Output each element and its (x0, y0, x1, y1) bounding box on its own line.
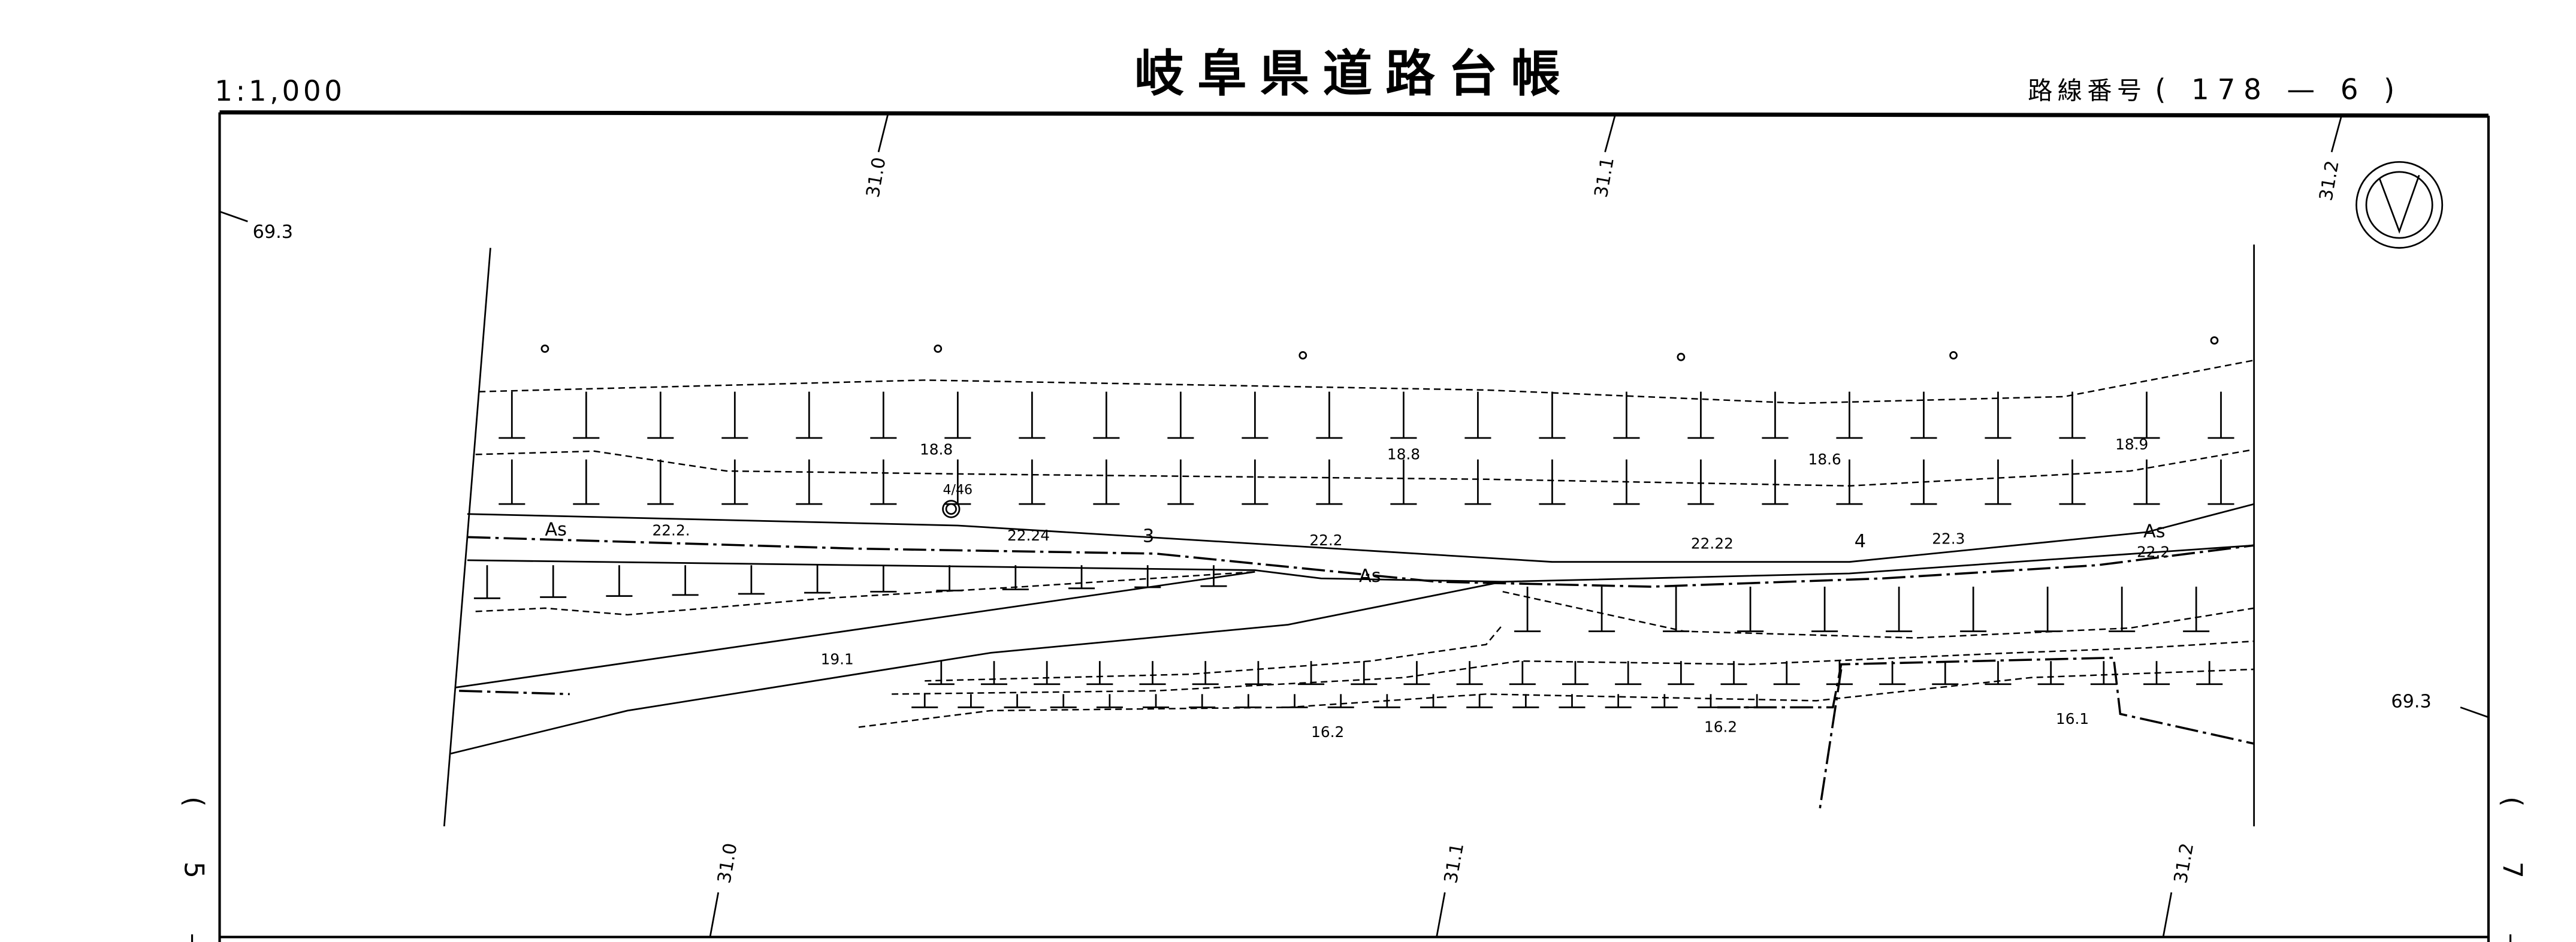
route-label: 路線番号 (2028, 76, 2146, 105)
elevation-label: 16.2 (1704, 718, 1737, 736)
grid-label-bottom-3: 31.2 (2170, 841, 2198, 885)
benchmark-marker (942, 500, 961, 518)
page-title: 岐阜県道路台帳 (1134, 45, 1574, 103)
surface-label: As (1359, 566, 1381, 587)
surface-label: As (545, 520, 567, 541)
elevation-label: 22.22 (1691, 535, 1734, 552)
elevation-label: 18.8 (920, 440, 953, 458)
elevation-label: 19.1 (821, 651, 854, 668)
left-sheet-ref: ( 5 – (179, 796, 209, 942)
elevation-label: 22.2 (1309, 532, 1342, 549)
grid-label-top-2: 31.1 (1591, 156, 1618, 200)
elevation-label: 18.6 (1808, 451, 1841, 468)
station-label: 4 (1855, 531, 1866, 552)
grid-label-bottom-1: 31.0 (714, 841, 741, 885)
road-map: 4/46 (443, 244, 2255, 827)
grid-label-bottom-2: 31.1 (1440, 841, 1468, 885)
benchmark-label: 4/46 (943, 483, 973, 498)
elevation-label: 22.3 (1932, 530, 1965, 547)
grid-ticks (219, 112, 2489, 937)
elevation-label: 22.2. (653, 522, 690, 539)
slope-hatching (473, 391, 2234, 708)
grid-label-top-3: 31.2 (2316, 159, 2344, 203)
elevation-label: 22.24 (1007, 527, 1050, 544)
elevation-label: 16.2 (1311, 723, 1344, 741)
surface-label: As (2143, 521, 2166, 542)
north-arrow-icon (2355, 161, 2444, 249)
grid-label-top-1: 31.0 (862, 156, 890, 200)
elevation-label: 22.2 (2137, 543, 2170, 560)
scale-label: 1:1,000 (215, 76, 345, 108)
route-number: ( 178 — 6 ) (2155, 74, 2403, 106)
elevation-label: 18.9 (2115, 436, 2148, 453)
right-sheet-ref: ( 7 – (2497, 796, 2527, 942)
station-label: 3 (1143, 526, 1154, 547)
grid-label-right: 69.3 (2391, 691, 2431, 712)
elevation-label: 16.1 (2056, 710, 2089, 727)
trees (540, 336, 2219, 361)
grid-label-left: 69.3 (253, 222, 293, 243)
sheet-frame (218, 110, 2490, 942)
elevation-label: 18.8 (1387, 446, 1420, 463)
